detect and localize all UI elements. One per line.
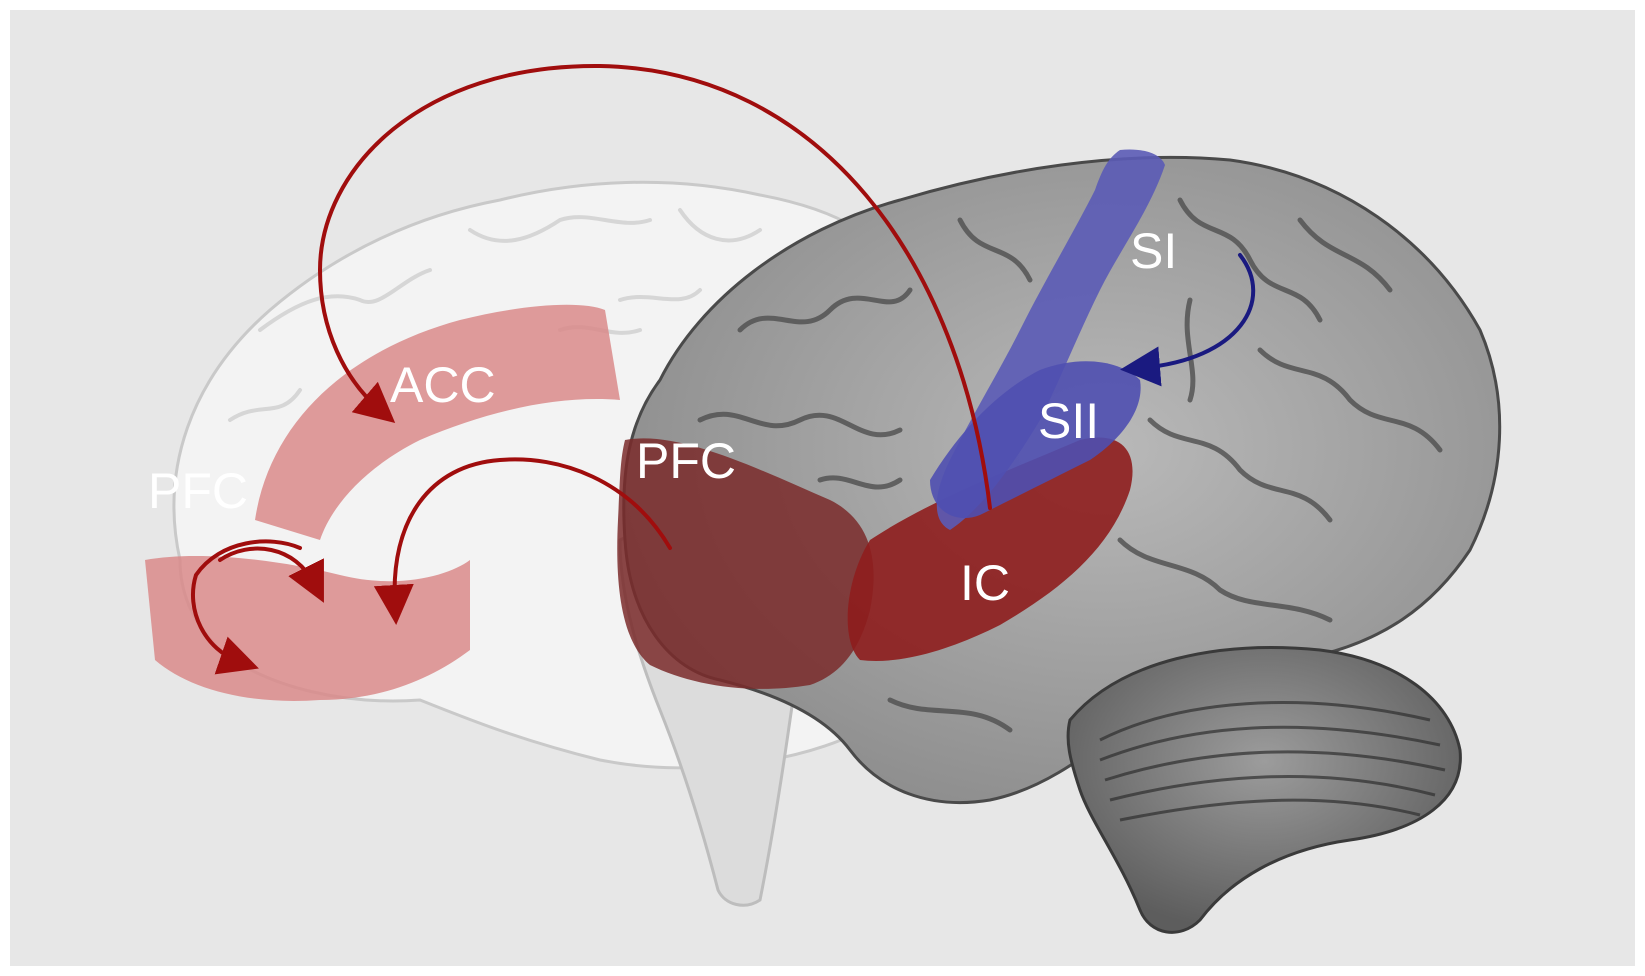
label-pfc-medial: PFC <box>148 463 248 519</box>
label-ic: IC <box>960 555 1010 611</box>
label-sii: SII <box>1038 393 1099 449</box>
label-acc: ACC <box>390 357 496 413</box>
label-si: SI <box>1130 223 1177 279</box>
label-pfc-lateral: PFC <box>636 433 736 489</box>
